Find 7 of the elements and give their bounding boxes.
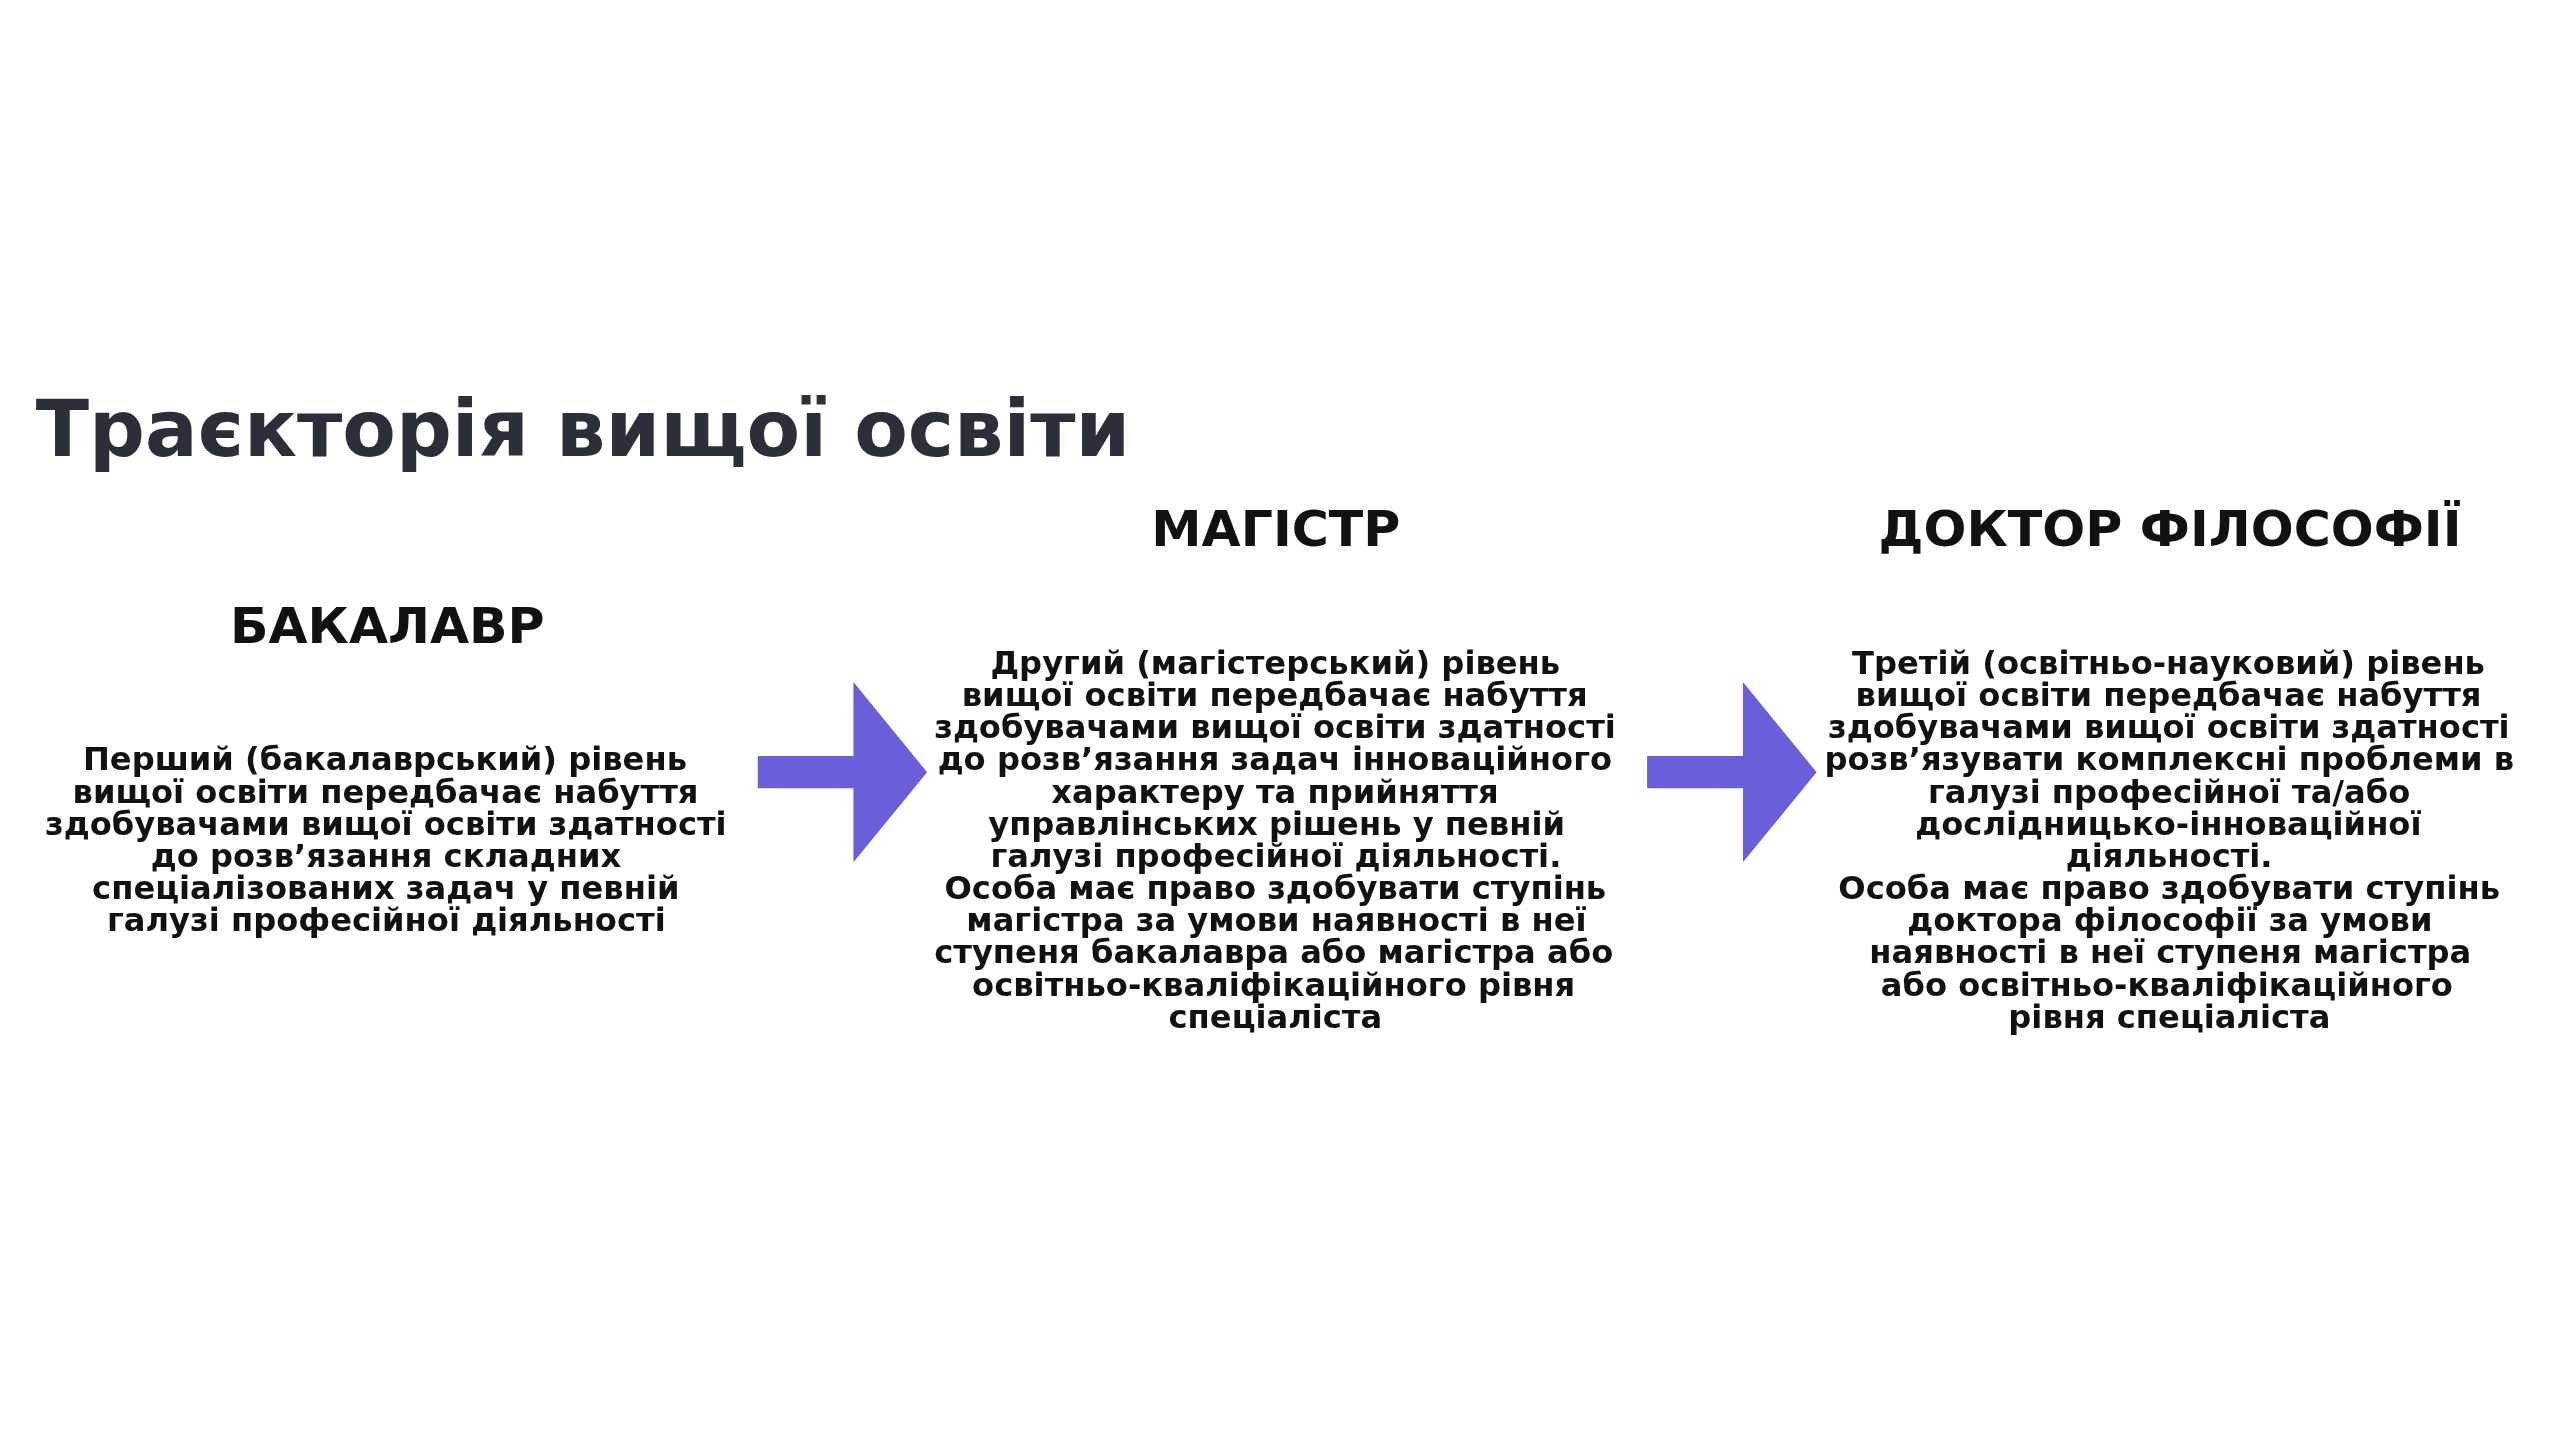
node-text: ДОКТОР ФІЛОСОФІЇ — [1878, 498, 2462, 558]
arrow — [1647, 681, 1817, 862]
node-text: БАКАЛАВР — [229, 595, 545, 655]
node-label: Перший (бакалаврський) рівень вищої освіти передбачає набуття здобувачами вищої освіти здатності до розв’язання складних спеціалізованих задач у певній галузі професійної діяльності — [45, 739, 727, 939]
node-text: МАГІСТР — [1151, 498, 1401, 558]
arrow — [757, 681, 928, 862]
diagram-title: Траєкторія вищої освіти — [35, 382, 1131, 474]
